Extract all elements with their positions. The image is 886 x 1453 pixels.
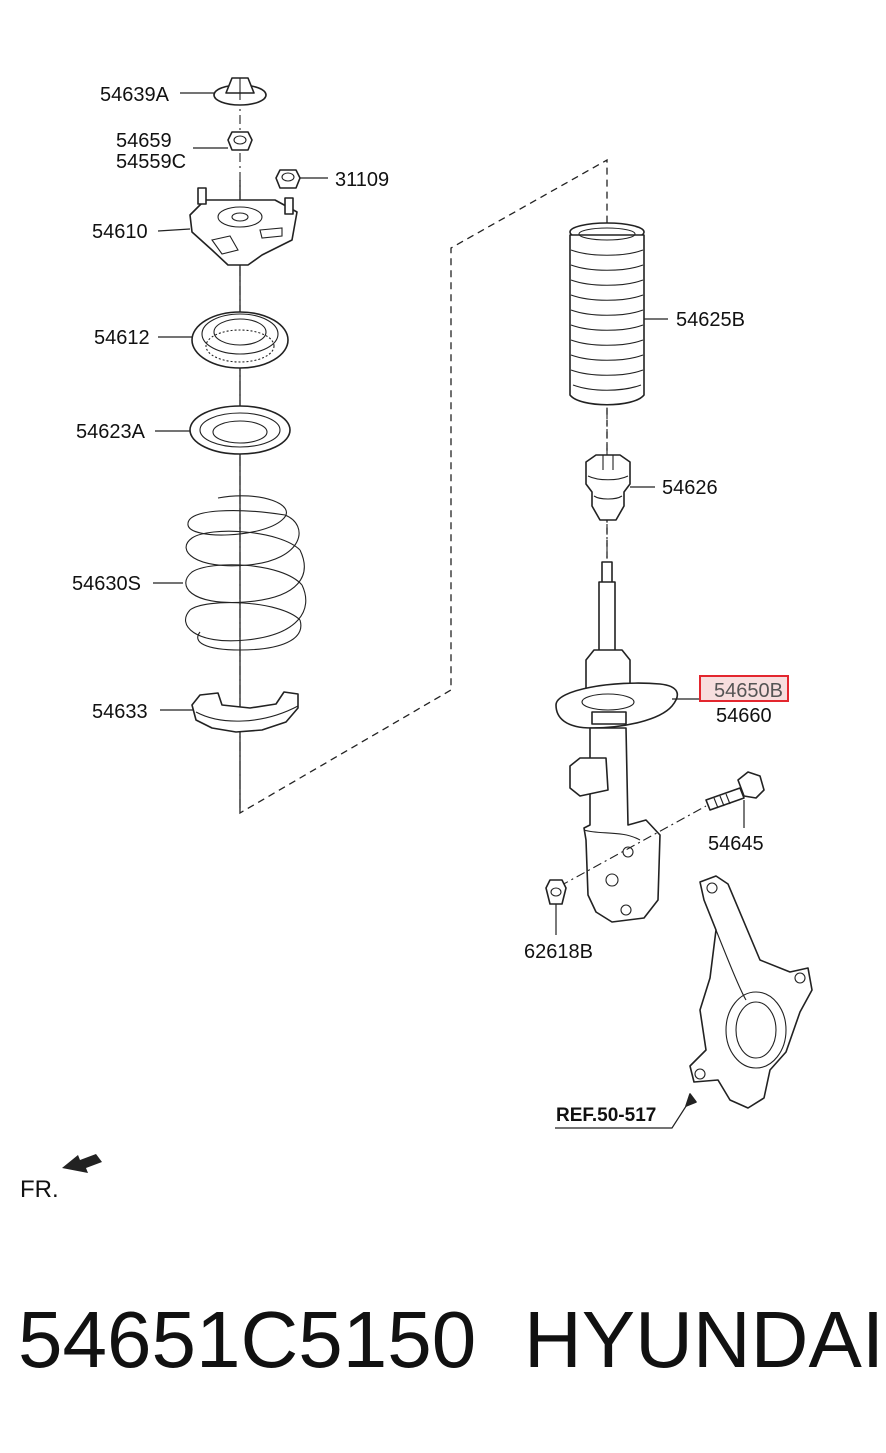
label-31109: 31109 <box>335 169 389 191</box>
label-54650B: 54650B <box>714 680 783 702</box>
label-62618B: 62618B <box>524 941 593 963</box>
label-54610: 54610 <box>92 221 148 243</box>
bump-stopper-part <box>585 454 631 521</box>
front-direction-label: FR. <box>20 1176 59 1203</box>
top-cap-part <box>213 77 267 106</box>
dust-boot-part <box>569 222 645 406</box>
label-54633: 54633 <box>92 701 148 723</box>
label-54645: 54645 <box>708 833 764 855</box>
label-54659: 54659 <box>116 130 172 152</box>
side-nut-part <box>275 169 301 189</box>
label-54625B: 54625B <box>676 309 745 331</box>
spring-upper-pad-part <box>189 405 291 455</box>
label-54639A: 54639A <box>100 84 170 106</box>
suspension-exploded-diagram: 54639A 54659 54559C 31109 54610 54612 54… <box>20 77 813 1203</box>
steering-knuckle-part <box>689 875 813 1109</box>
label-54626: 54626 <box>662 477 718 499</box>
bolt-axis <box>559 805 707 887</box>
label-54612: 54612 <box>94 327 150 349</box>
footer-brand: HYUNDAI <box>524 1295 885 1384</box>
spring-lower-pad-part <box>191 691 299 733</box>
reference-label: REF.50-517 <box>556 1105 656 1126</box>
top-nut-part <box>227 131 253 151</box>
footer-part-number: 54651C5150 <box>18 1295 477 1384</box>
assembly-boundary <box>239 158 608 815</box>
label-54559C: 54559C <box>116 151 186 173</box>
strut-mount-part <box>189 187 298 266</box>
highlight-box <box>699 675 789 702</box>
strut-assembly-part <box>555 561 679 923</box>
strut-bearing-part <box>191 311 289 369</box>
front-direction-arrow-icon <box>62 1154 102 1173</box>
strut-nut-part <box>545 879 567 905</box>
label-54623A: 54623A <box>76 421 146 443</box>
label-54660: 54660 <box>716 705 772 727</box>
strut-bolt-part <box>705 771 765 811</box>
label-54630S: 54630S <box>72 573 141 595</box>
coil-spring-part <box>185 495 307 651</box>
